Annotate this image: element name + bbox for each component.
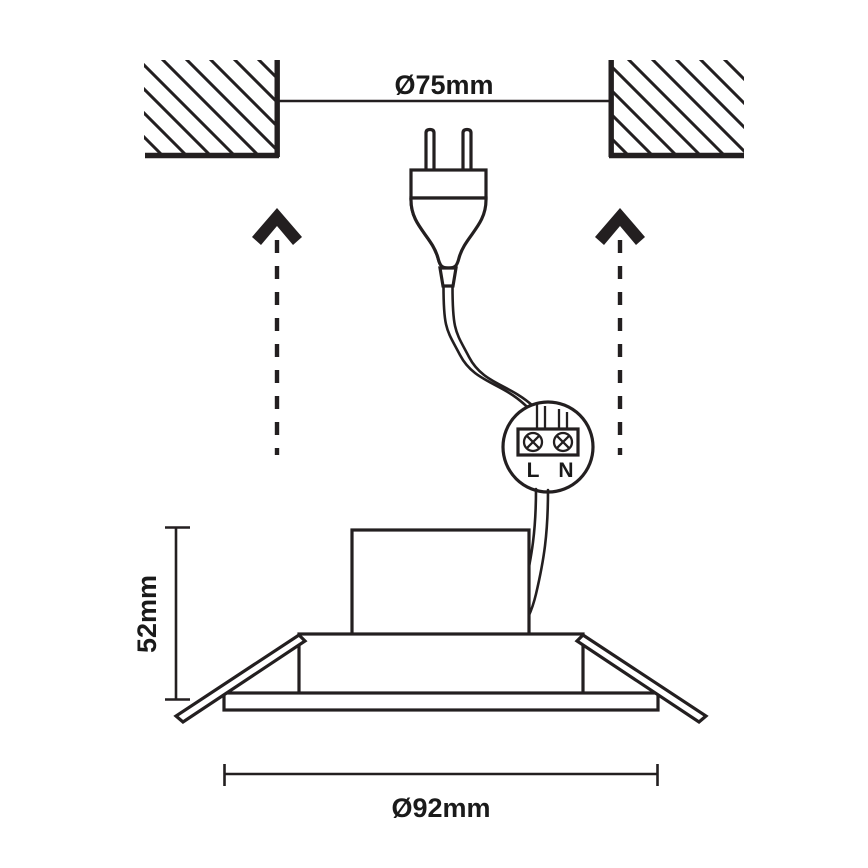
trim-bezel-plate	[222, 691, 660, 712]
mounting-spring-clips	[173, 632, 709, 725]
terminal-screw-live	[522, 431, 544, 453]
dimension-label-height: 52mm	[132, 575, 162, 653]
plug-pin-left	[424, 127, 436, 173]
arrow-left-head	[252, 208, 302, 245]
terminal-screw-neutral	[552, 431, 574, 453]
installation-direction-arrow-right	[595, 208, 645, 455]
downlight-upper-body	[350, 528, 531, 638]
downlight-main-can	[297, 632, 585, 700]
dimension-outer-diameter: Ø92mm	[223, 764, 659, 823]
plug-strain-relief	[438, 266, 458, 288]
installation-direction-arrow-left	[252, 208, 302, 455]
plug-pin-right	[461, 127, 473, 173]
dimension-cutout-diameter: Ø75mm	[278, 70, 611, 103]
dimension-label-cutout: Ø75mm	[394, 70, 493, 100]
mains-plug-two-pin	[409, 127, 488, 288]
dimension-label-outer: Ø92mm	[391, 793, 490, 823]
ceiling-section-hatched-left	[144, 60, 280, 159]
terminal-label-live: L	[527, 459, 540, 482]
spring-clip-right	[574, 632, 709, 725]
hatch-fill-right	[610, 60, 744, 157]
arrow-right-head	[595, 208, 645, 245]
junction-box-terminal-circle: L N	[501, 400, 595, 494]
dimension-fixture-height: 52mm	[132, 526, 190, 701]
hatch-fill-left	[144, 60, 278, 157]
ceiling-section-hatched-right	[608, 60, 744, 159]
spring-clip-left	[173, 632, 308, 725]
downlight-housing	[222, 528, 660, 712]
terminal-label-neutral: N	[558, 459, 573, 482]
plug-body-block	[409, 168, 488, 200]
